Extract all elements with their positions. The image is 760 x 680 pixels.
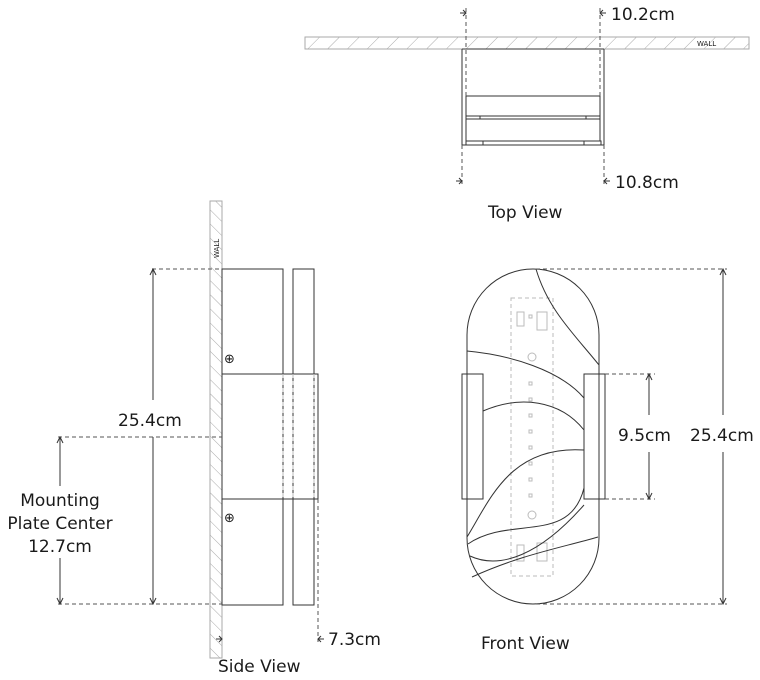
top-dim-front-width: 10.8cm <box>615 173 679 193</box>
front-wave-pattern <box>466 268 600 578</box>
top-fixture-outline <box>461 48 605 146</box>
top-wall-label: WALL <box>697 40 716 48</box>
side-fixture-outline <box>221 268 319 606</box>
side-dim-height: 25.4cm <box>118 411 182 431</box>
side-dim-depth: 7.3cm <box>328 630 381 650</box>
mounting-value: 12.7cm <box>28 537 92 557</box>
side-view: WALL ⊕ ⊕ 25.4cm Mounting Plate Center 12… <box>7 200 381 677</box>
side-wall-label: WALL <box>213 239 221 258</box>
mounting-label-line2: Plate Center <box>7 514 112 534</box>
front-body-outline <box>466 268 600 605</box>
top-view: WALL 10.2cm 10.8cm Top View <box>304 5 750 223</box>
front-dim-height: 25.4cm <box>690 426 754 446</box>
front-view: 9.5cm 25.4cm Front View <box>461 267 754 654</box>
front-left-band <box>461 373 484 500</box>
screw-bottom-icon: ⊕ <box>224 511 235 526</box>
mounting-label-line1: Mounting <box>20 491 100 511</box>
side-wall <box>209 200 223 659</box>
top-wall <box>304 36 750 50</box>
screw-top-icon: ⊕ <box>224 352 235 367</box>
front-view-title: Front View <box>481 634 570 654</box>
top-view-title: Top View <box>487 203 563 223</box>
front-dim-band-height: 9.5cm <box>618 426 671 446</box>
front-right-band <box>583 373 606 500</box>
front-hidden-pcb <box>510 297 554 577</box>
top-dim-back-width: 10.2cm <box>611 5 675 25</box>
side-view-title: Side View <box>218 657 301 677</box>
